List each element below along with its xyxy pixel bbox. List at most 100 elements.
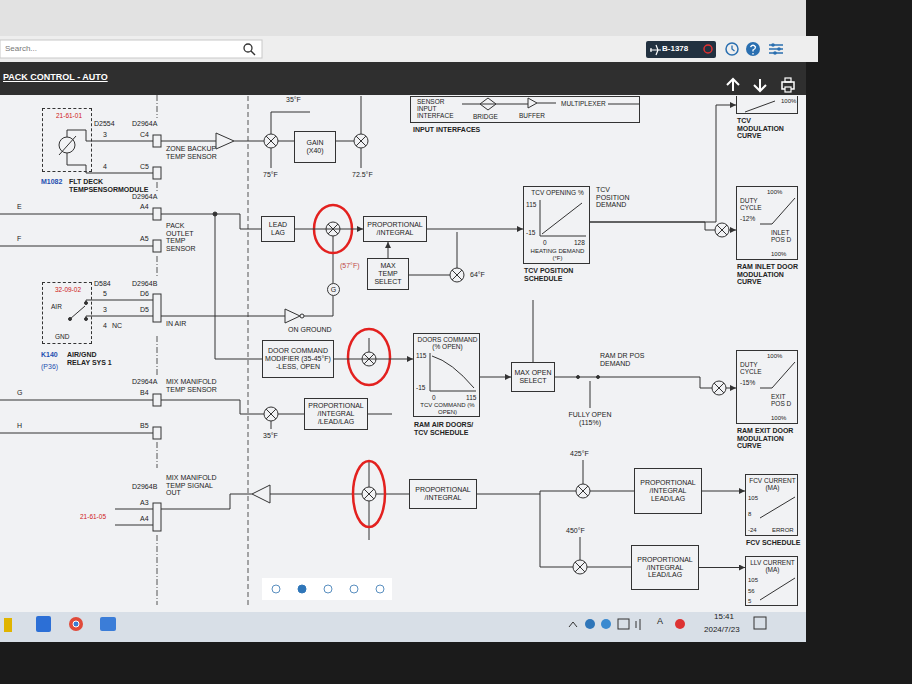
sensor-module: 21-61-01M1082FLT DECK TEMPSENSORMODULE xyxy=(42,108,92,172)
toolbar-icons xyxy=(0,40,262,58)
signal-line xyxy=(702,491,745,492)
signal-line xyxy=(555,377,736,388)
chart-text: INPUT INTERFACES xyxy=(413,126,480,134)
wiring xyxy=(760,578,795,600)
chart-text: -15% xyxy=(740,379,755,386)
label-text: A4 xyxy=(140,515,149,523)
schedule-chart: LLV CURRENT (MA)105565 xyxy=(745,556,798,606)
toolbar-icons xyxy=(785,87,791,92)
chart-text: EXIT POS D xyxy=(771,393,799,407)
chart-text: TCV POSITION SCHEDULE xyxy=(524,267,594,282)
label-text: ZONE BACKUP TEMP SENSOR xyxy=(166,145,218,160)
label-text: RAM DR POS DEMAND xyxy=(600,352,646,367)
label-text: A xyxy=(657,617,663,627)
toolbar-icons xyxy=(704,45,712,53)
schedule-chart: TCV OPENING %115-150128HEATING DEMAND (°… xyxy=(523,186,590,264)
chart-text: 100% xyxy=(771,415,786,422)
wiring xyxy=(760,198,795,224)
signal-line xyxy=(334,359,413,360)
select-box: MAX TEMP SELECT xyxy=(367,258,409,290)
wiring xyxy=(533,300,534,362)
label-text: D5 xyxy=(140,306,149,314)
chart-text: 100% xyxy=(771,251,786,258)
chart-text: 115 xyxy=(466,394,476,401)
wiring xyxy=(270,460,410,540)
summing-junctions xyxy=(712,381,726,395)
chart-text: MULTIPLEXER xyxy=(561,100,606,107)
curve-chart: 100%DUTY CYCLE-15%EXIT POS D100%RAM EXIT… xyxy=(736,350,798,424)
box-text: GAIN (X40) xyxy=(297,139,333,154)
chart-text: 100% xyxy=(767,353,782,360)
wiring xyxy=(216,133,234,149)
label-text: NC xyxy=(112,322,122,330)
schedule-chart: FCV CURRENT (MA)1058-24ERRORFCV SCHEDULE xyxy=(745,474,798,536)
label-text: D2554 xyxy=(94,120,115,128)
box-text: PROPORTIONAL /INTEGRAL xyxy=(366,221,424,236)
signal-line xyxy=(590,222,736,230)
screen-background xyxy=(0,62,806,95)
label-text: A4 xyxy=(140,203,149,211)
wiring xyxy=(271,96,361,168)
red-markup-circle xyxy=(348,329,390,385)
label-text: ON GROUND xyxy=(288,326,332,334)
box-text: LEAD LAG xyxy=(264,221,292,236)
chart-text: -12% xyxy=(740,215,755,222)
chart-text: 128 xyxy=(574,239,585,246)
wiring xyxy=(304,296,333,316)
label-text: D2964B xyxy=(132,280,157,288)
chart-text: -24 xyxy=(748,527,757,534)
toolbar-icons xyxy=(726,43,738,55)
summing-junctions xyxy=(576,484,590,498)
toolbar-icons xyxy=(732,46,735,52)
wiring xyxy=(161,141,216,142)
toolbar-icons xyxy=(244,44,252,52)
chart-text: 32-09-02 xyxy=(55,286,81,293)
box-text: MAX OPEN SELECT xyxy=(514,369,552,384)
controller-box: PROPORTIONAL /INTEGRAL xyxy=(363,216,427,242)
relay-module: 32-09-02AIRGNDK140AIR/GND RELAY SYS 1(P3… xyxy=(42,282,92,344)
box-text: DOOR COMMAND MODIFIER (35-45°F) -LESS, O… xyxy=(265,347,331,370)
wiring xyxy=(161,316,285,317)
wiring xyxy=(86,300,153,319)
wiring xyxy=(70,306,85,319)
chart-text: TCV COMMAND (% OPEN) xyxy=(416,402,479,415)
summing-junctions xyxy=(354,134,368,148)
interface-block: SENSOR INPUT INTERFACEBRIDGEBUFFERMULTIP… xyxy=(410,96,640,123)
label-text: 425°F xyxy=(570,450,589,458)
wiring xyxy=(590,381,591,408)
chart-text: 105 xyxy=(748,577,758,584)
label-text: 72.5°F xyxy=(352,171,373,179)
chart-text: INLET POS D xyxy=(771,229,799,243)
taskbar-icons xyxy=(601,619,611,629)
label-text: D2964A xyxy=(132,193,157,201)
box-text: PROPORTIONAL /INTEGRAL LEAD/LAG xyxy=(637,479,699,502)
page-dots xyxy=(376,585,384,593)
wiring xyxy=(0,400,153,433)
screen-background xyxy=(0,95,806,612)
label-text: 2024/7/23 xyxy=(704,626,740,635)
box-text: PROPORTIONAL /INTEGRAL LEAD/LAG xyxy=(634,556,696,579)
wiring xyxy=(153,135,161,147)
label-text: 4 xyxy=(103,322,107,330)
toolbar-icons xyxy=(777,47,781,51)
signal-line xyxy=(427,229,523,230)
screen-background xyxy=(0,0,806,36)
red-markup-circle xyxy=(353,461,385,527)
label-text: 21-61-05 xyxy=(80,513,106,520)
label-text: G xyxy=(17,389,22,397)
chart-text: M1082 xyxy=(41,178,62,186)
box-text: Search... xyxy=(5,45,37,54)
summing-junctions xyxy=(264,134,590,574)
chart-text: -15 xyxy=(416,384,425,391)
controller-box: PROPORTIONAL /INTEGRAL /LEAD/LAG xyxy=(304,398,368,430)
taskbar-icons xyxy=(100,617,116,631)
filter-box: LEAD LAG xyxy=(261,216,295,242)
chart-text: 21-61-01 xyxy=(56,112,82,119)
wiring xyxy=(0,95,795,605)
label-text: 35°F xyxy=(263,432,278,440)
search-box: Search... xyxy=(0,40,262,58)
label-text: IN AIR xyxy=(166,320,186,328)
label-text: D2964A xyxy=(132,120,157,128)
wiring xyxy=(157,95,158,605)
